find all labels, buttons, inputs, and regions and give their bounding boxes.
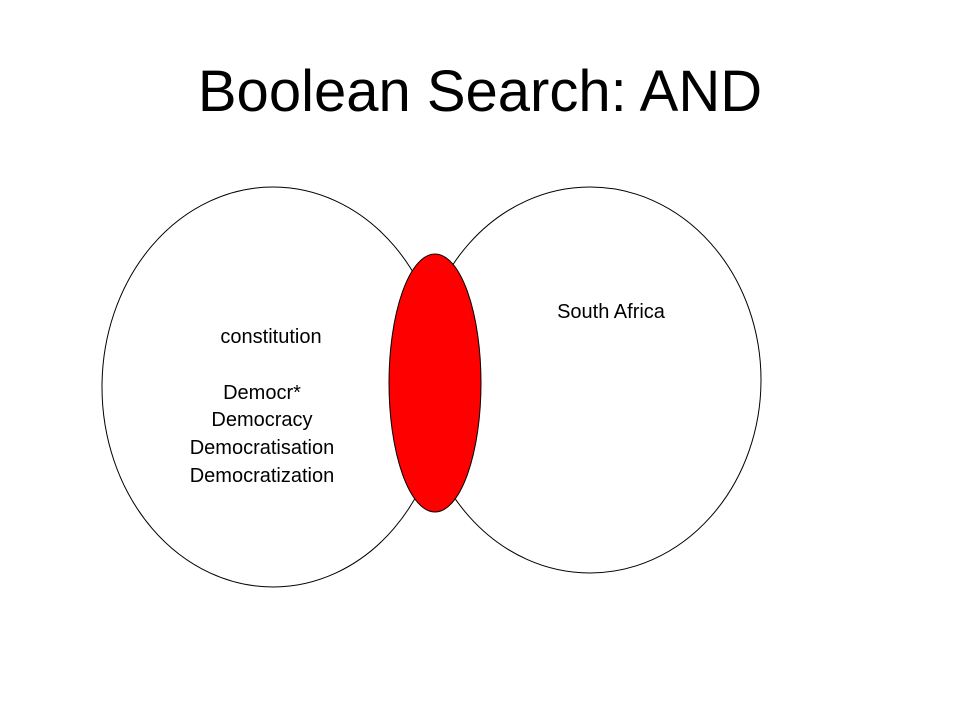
left-term-democratisation: Democratisation <box>190 437 335 459</box>
left-term-democr-wildcard: Democr* <box>223 382 301 404</box>
intersection-region <box>388 253 482 513</box>
right-term-south-africa: South Africa <box>557 301 666 323</box>
slide-title: Boolean Search: AND <box>197 59 763 124</box>
left-term-democracy: Democracy <box>211 409 312 431</box>
left-term-democratization: Democratization <box>190 465 335 487</box>
left-term-constitution: constitution <box>220 326 321 348</box>
